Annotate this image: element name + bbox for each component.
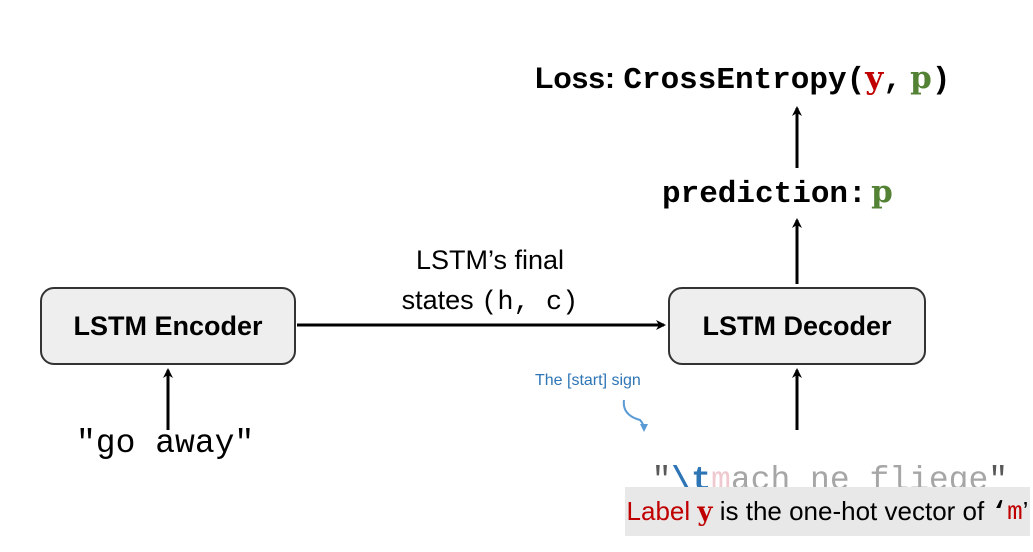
prediction-text: prediction: p: [662, 174, 893, 212]
lstm-decoder-label: LSTM Decoder: [702, 310, 892, 341]
loss-label: Loss:: [535, 62, 616, 95]
loss-sep: ,: [883, 63, 902, 98]
label-note-quote-open: ‘: [991, 496, 1008, 527]
loss-p: p: [910, 60, 932, 96]
loss-formula: Loss: CrossEntropy(y, p): [535, 60, 950, 98]
label-note-char: m: [1007, 496, 1023, 527]
label-note-prefix: Label: [626, 496, 691, 526]
states-label: LSTM’s final states (h, c): [365, 240, 615, 323]
encoder-input-text: "go away": [76, 425, 255, 462]
lstm-decoder-box: LSTM Decoder: [668, 287, 926, 365]
prediction-label: prediction:: [662, 177, 867, 212]
lstm-encoder-label: LSTM Encoder: [73, 310, 263, 341]
label-note-middle: is the one-hot vector of: [719, 496, 985, 526]
arrow-start-sign: [622, 399, 648, 432]
states-line2: states (h, c): [365, 280, 615, 323]
label-note: Label y is the one-hot vector of ‘m’: [625, 487, 1030, 536]
states-prefix: states: [401, 285, 474, 315]
lstm-encoder-box: LSTM Encoder: [40, 287, 296, 365]
loss-function: CrossEntropy(: [623, 63, 866, 98]
label-note-quote-close: ’: [1022, 496, 1029, 526]
loss-y: y: [865, 60, 884, 96]
start-sign-note: The [start] sign: [535, 372, 641, 389]
prediction-p: p: [871, 174, 893, 210]
label-note-y: y: [697, 496, 713, 527]
states-code: (h, c): [481, 288, 579, 318]
states-line1: LSTM’s final: [415, 245, 565, 275]
loss-close: ): [931, 63, 951, 98]
